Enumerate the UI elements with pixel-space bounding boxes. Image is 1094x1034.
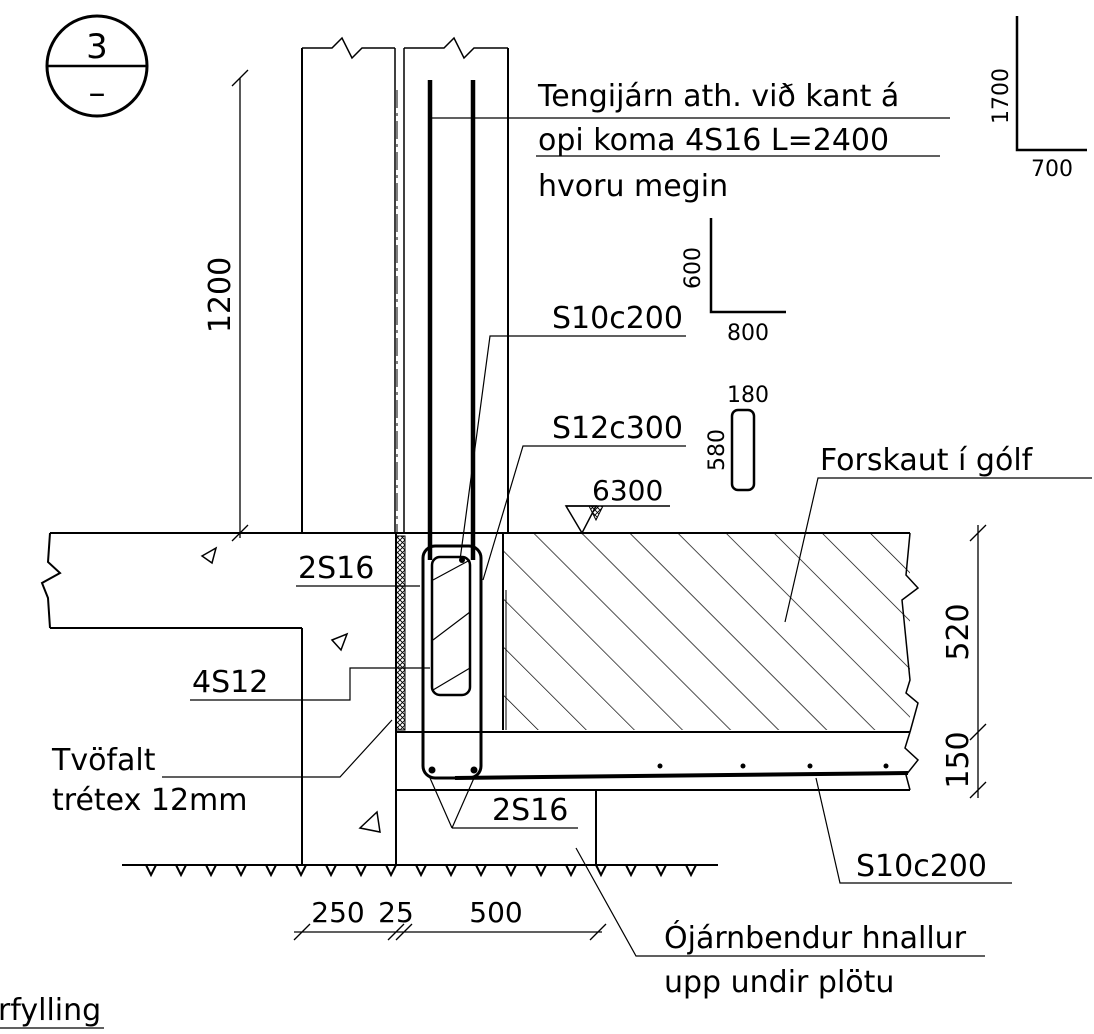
label-tvofalt: Tvöfalt	[51, 743, 156, 778]
shape-b-vertical: 600	[681, 247, 706, 289]
tengijarn-line-1: Tengijárn ath. við kant á	[537, 79, 899, 114]
detail-number: 3	[86, 27, 108, 67]
shape-a-horizontal: 700	[1031, 157, 1073, 182]
floor-slab	[395, 532, 920, 865]
detail-marker: 3 –	[45, 14, 149, 118]
label-tretex: trétex 12mm	[52, 783, 248, 818]
stirrup-height: 580	[705, 429, 730, 471]
level-value: 6300	[592, 474, 663, 507]
tretex-strip	[395, 535, 406, 731]
text-annotations: Tengijárn ath. við kant á opi koma 4S16 …	[0, 79, 1034, 1029]
label-s10c200-bottom: S10c200	[856, 849, 987, 884]
dim-500: 500	[469, 896, 522, 929]
label-s10c200-top: S10c200	[552, 301, 683, 336]
label-2s16-bottom: 2S16	[492, 793, 568, 828]
dim-250: 250	[311, 896, 364, 929]
dim-520: 520	[941, 603, 976, 660]
dim-right-side: 520 150	[941, 524, 987, 799]
bar-shape-b: 600 800	[681, 218, 786, 346]
leader-lines	[162, 117, 1092, 957]
shape-a-vertical: 1700	[989, 68, 1014, 124]
ground-line	[122, 864, 718, 878]
dim-wall-height: 1200	[203, 69, 249, 542]
dim-150: 150	[941, 731, 976, 788]
label-upp-undir: upp undir plötu	[664, 965, 894, 1000]
dim-25: 25	[378, 896, 414, 929]
label-ojarnbendur: Ójárnbendur hnallur	[664, 919, 967, 956]
tengijarn-line-2: opi koma 4S16 L=2400	[538, 123, 889, 158]
rebar	[421, 80, 909, 780]
label-forskaut: Forskaut í gólf	[820, 443, 1034, 478]
dim-1200: 1200	[203, 257, 238, 333]
label-fylling: rfylling	[0, 993, 101, 1028]
dim-bottom: 250 25 500	[293, 896, 607, 941]
detail-sheet: –	[89, 73, 106, 113]
bar-shape-a: 1700 700	[989, 16, 1087, 182]
label-2s16-top: 2S16	[298, 551, 374, 586]
shape-b-horizontal: 800	[727, 321, 769, 346]
tengijarn-line-3: hvoru megin	[538, 169, 728, 204]
level-marker: 6300	[564, 474, 670, 535]
stirrup-width: 180	[727, 383, 769, 408]
concrete-marks	[200, 546, 381, 833]
wall	[301, 36, 509, 533]
label-4s12: 4S12	[192, 665, 268, 700]
label-s12c300: S12c300	[552, 411, 683, 446]
stirrup-shape: 180 580	[705, 383, 769, 492]
